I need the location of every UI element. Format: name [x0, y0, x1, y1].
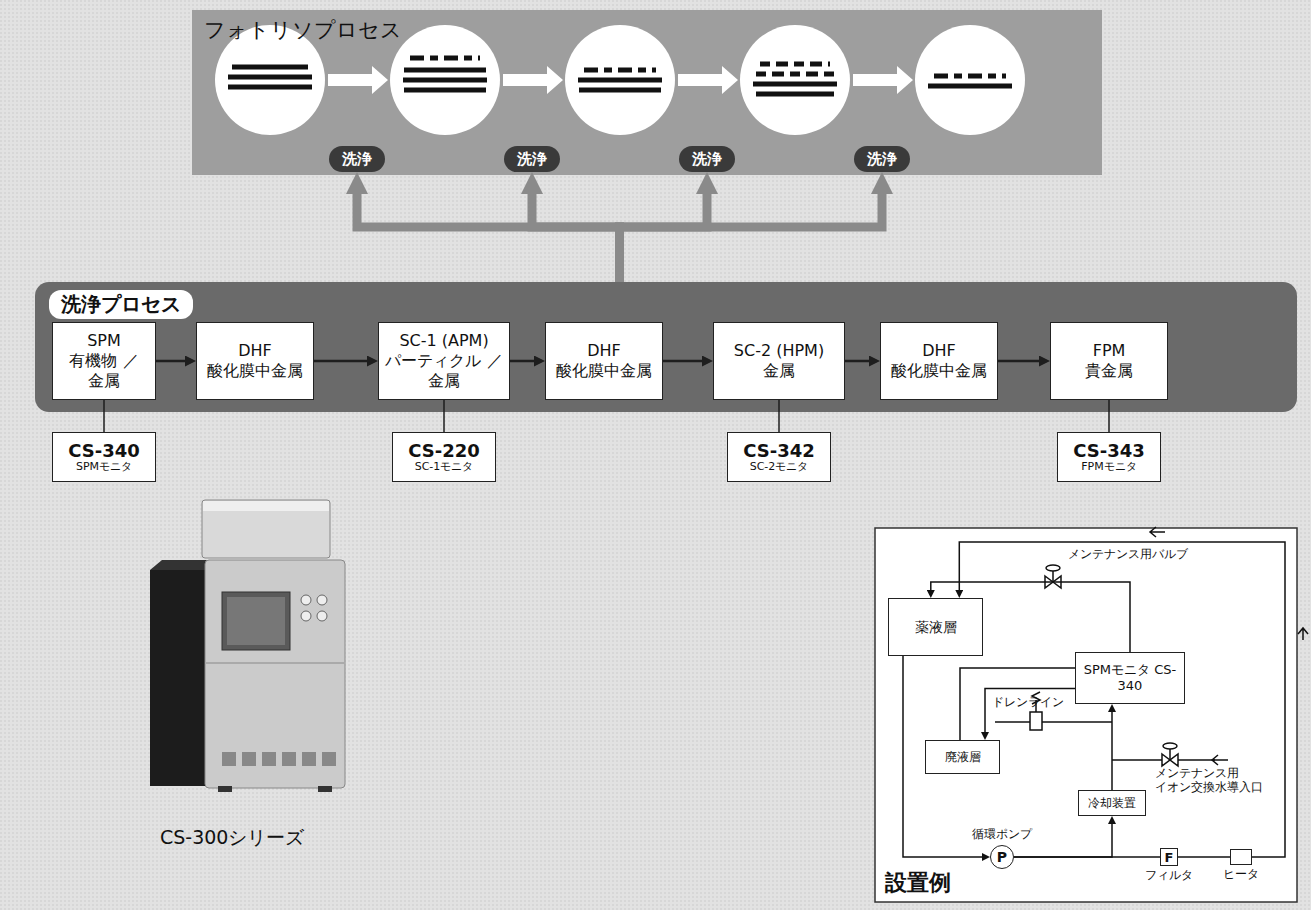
node-heading: 洗浄プロセス	[49, 290, 193, 319]
node-heading: DHF	[922, 341, 956, 361]
cooler-box: 冷却装置	[1078, 790, 1146, 816]
node-text: SC-2モニタ	[750, 460, 809, 473]
process-panel: フォトリソプロセス	[192, 10, 1102, 175]
node-heading: CS-220	[408, 441, 480, 461]
process-box: FPM貴金属	[1050, 322, 1168, 400]
bus-connector	[532, 194, 620, 282]
plant-fittings	[960, 527, 1308, 766]
stub-connector	[1108, 400, 1110, 432]
bus-connector	[620, 194, 883, 282]
filter-symbol: Fフィルタ	[1160, 848, 1178, 866]
node-heading: 廃液層	[945, 750, 981, 764]
node-text: FPMモニタ	[1081, 460, 1136, 473]
monitor-unit: SPMモニタ CS-340	[1075, 652, 1185, 704]
node-heading: CS-340	[68, 441, 140, 461]
node-heading: SPM	[87, 331, 121, 351]
node-text: 酸化膜中金属	[556, 361, 652, 381]
node-text: 有機物 ／金属	[59, 351, 149, 391]
node-text: SPMモニタ	[76, 460, 132, 473]
node-heading: DHF	[587, 341, 621, 361]
pipe-connector	[1178, 856, 1230, 858]
node-text: パーティクル ／金属	[385, 351, 503, 391]
node-text: 酸化膜中金属	[207, 361, 303, 381]
node-heading: 洗浄	[517, 150, 547, 169]
product-photo	[150, 500, 345, 792]
process-box: DHF酸化膜中金属	[880, 322, 998, 400]
waste-tank: 廃液層	[925, 740, 1000, 774]
node-heading: SC-1 (APM)	[399, 331, 488, 351]
monitor-box: CS-220SC-1モニタ	[392, 432, 496, 482]
node-text: フィルタ	[1145, 867, 1193, 884]
step-tag: 洗浄	[679, 146, 735, 172]
flow-connector	[314, 360, 367, 363]
inlet-label: メンテナンス用 イオン交換水導入口	[1155, 766, 1277, 795]
install-panel: 設置例薬液層SPMモニタ CS-340廃液層冷却装置P循環ポンプFフィルタヒータ	[875, 528, 1297, 902]
node-heading: FPM	[1093, 341, 1126, 361]
step-tag: 洗浄	[329, 146, 385, 172]
bus-connector	[620, 194, 708, 282]
process-box: DHF酸化膜中金属	[545, 322, 663, 400]
node-heading: 洗浄	[692, 150, 722, 169]
node-heading: DHF	[238, 341, 272, 361]
monitor-box: CS-343FPMモニタ	[1057, 432, 1161, 482]
pipe-connector	[959, 542, 1285, 857]
stub-connector	[443, 400, 445, 432]
pump-symbol: P循環ポンプ	[990, 845, 1014, 869]
product-caption: CS-300シリーズ	[160, 826, 304, 849]
stub-connector	[103, 400, 105, 432]
node-heading: 冷却装置	[1088, 796, 1136, 810]
node-heading: 洗浄	[342, 150, 372, 169]
step-tag: 洗浄	[854, 146, 910, 172]
node-heading: SPMモニタ CS-340	[1081, 662, 1179, 693]
pipe-connector	[985, 688, 1075, 732]
node-text: 循環ポンプ	[972, 826, 1032, 843]
monitor-box: CS-340SPMモニタ	[52, 432, 156, 482]
step-tag: 洗浄	[504, 146, 560, 172]
node-heading: CS-342	[743, 441, 815, 461]
panel-grounds	[35, 10, 1297, 902]
bus-connector	[357, 194, 620, 282]
node-heading: SC-2 (HPM)	[734, 341, 824, 361]
flow-connector	[156, 360, 185, 363]
panel-ground	[875, 528, 1297, 902]
node-text: 金属	[763, 361, 795, 381]
node-heading: ヒータ	[1223, 866, 1259, 883]
heater-symbol: ヒータ	[1230, 849, 1252, 865]
process-box: SPM有機物 ／金属	[52, 322, 156, 400]
node-heading: F	[1165, 850, 1174, 865]
process-box: DHF酸化膜中金属	[196, 322, 314, 400]
node-heading: CS-343	[1073, 441, 1145, 461]
stub-connector	[778, 400, 780, 432]
flow-connector	[510, 360, 534, 363]
node-heading: 設置例	[885, 868, 951, 898]
process-box: SC-1 (APM)パーティクル ／金属	[378, 322, 510, 400]
process-panel: 洗浄プロセスSPM有機物 ／金属DHF酸化膜中金属SC-1 (APM)パーティク…	[35, 282, 1297, 412]
node-text: 貴金属	[1085, 361, 1133, 381]
tank-box: 薬液層	[888, 598, 983, 656]
monitor-box: CS-342SC-2モニタ	[727, 432, 831, 482]
node-text: 酸化膜中金属	[891, 361, 987, 381]
flow-connector	[845, 360, 869, 363]
flow-connector	[998, 360, 1039, 363]
node-heading: P	[997, 849, 1007, 865]
node-heading: 洗浄	[867, 150, 897, 169]
panel-ground	[35, 282, 1297, 412]
node-heading: フォトリソプロセス	[204, 16, 402, 44]
panel-ground	[192, 10, 1102, 175]
node-text: SC-1モニタ	[415, 460, 474, 473]
process-box: SC-2 (HPM)金属	[713, 322, 845, 400]
node-heading: 薬液層	[915, 619, 957, 636]
pipe-connector	[1111, 712, 1113, 790]
valve-label: メンテナンス用バルブ	[1068, 547, 1188, 561]
flow-connector	[663, 360, 702, 363]
drain-label: ドレンライン	[992, 695, 1064, 709]
